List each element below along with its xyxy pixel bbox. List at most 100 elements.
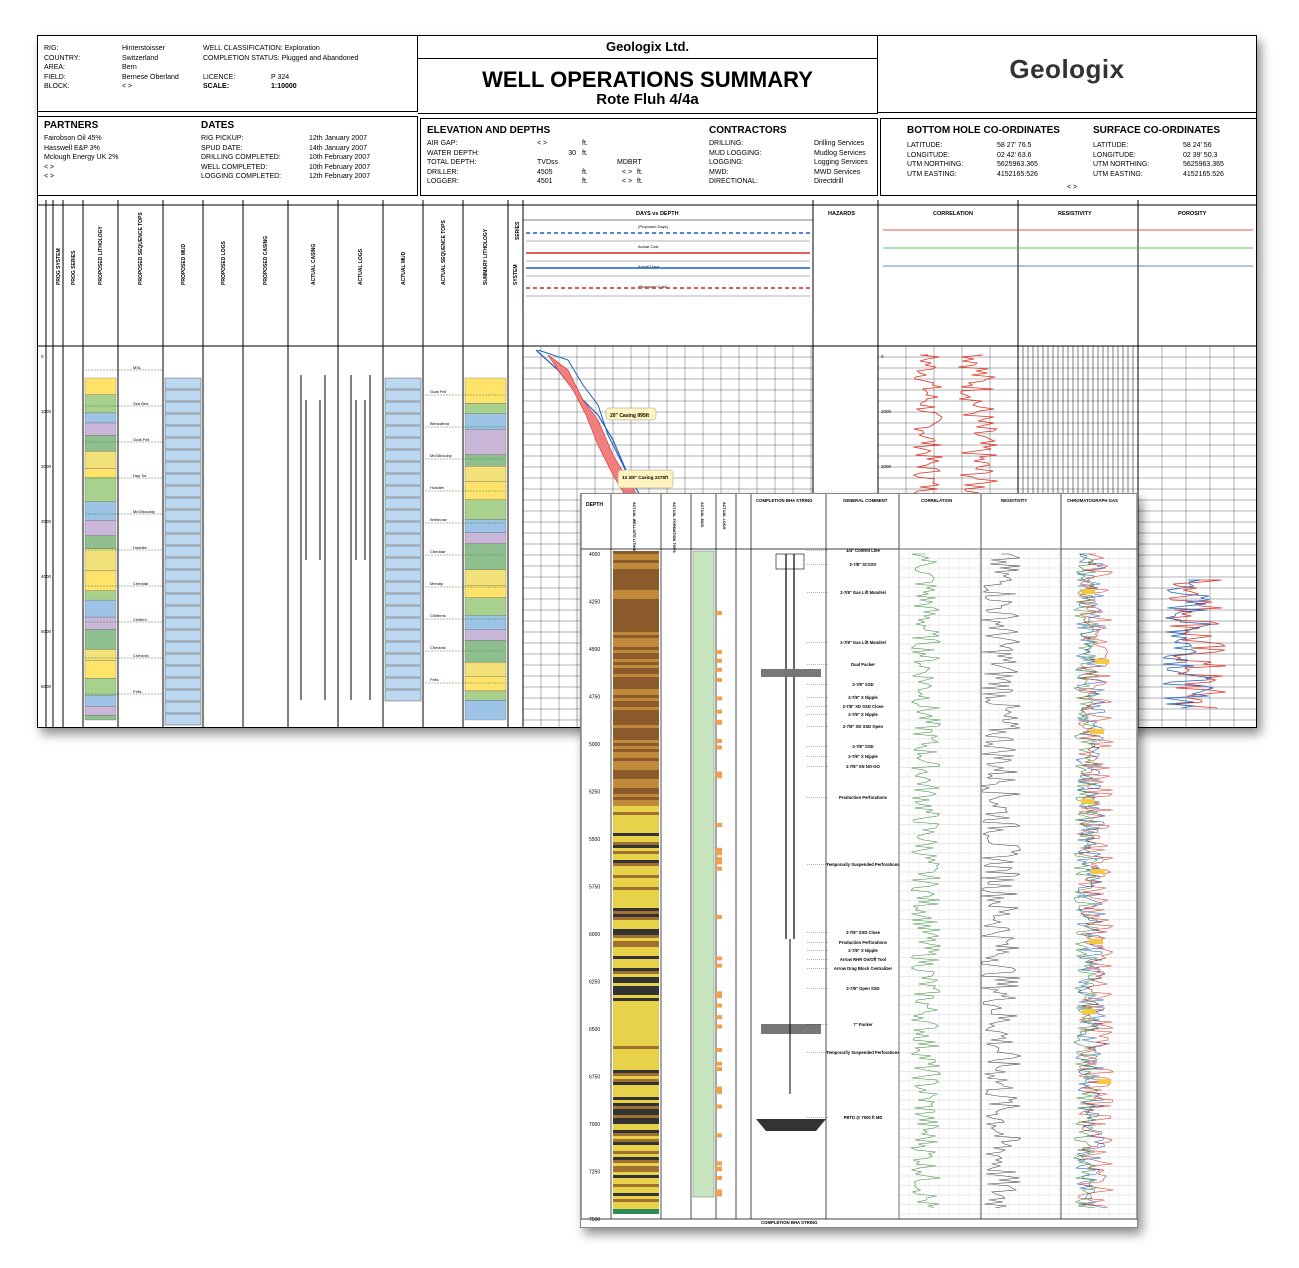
general-comment: 2-7/8" X Nipple [848,712,878,717]
general-comment: 2-7/8" Open SSD [846,986,879,991]
log1-column-header: PROPOSED LOGS [221,240,227,285]
proposed-mud-box [164,509,202,522]
density-curve [1162,579,1215,709]
actual-top-label: Chilterns [430,613,446,618]
lithology-band [613,1121,659,1124]
lithology-band [613,719,659,722]
lithology-band [613,794,659,797]
lithology-band [613,764,659,767]
proposed-mud-box [164,413,202,426]
proposed-lithology-block [84,629,117,650]
log2-column-header: ACTUAL LOGS [722,502,726,530]
mud-gas-marker [716,857,722,862]
lithology-band [613,935,659,938]
proposed-mud-box [164,473,202,486]
scale-value: 1:10000 [271,83,297,90]
log1-column-header: ACTUAL SEQUENCE TOPS [441,220,447,285]
lithology-band [613,608,659,611]
partner-row: < > [44,163,118,173]
gas-label-box [1097,1079,1112,1084]
lithology-band [613,557,659,560]
casing-note-label: 20" Casing 995ft [610,413,649,419]
log2-depth-label: 5000 [589,742,600,748]
partners-list: Fairobson Oil 45%Hasswell E&P 3%Mclough … [44,134,118,182]
date-value: 14th January 2007 [309,144,367,152]
well-info-label: COUNTRY: [44,54,81,62]
lithology-band [613,566,659,569]
actual-top-label: Cheviots [430,645,446,650]
proposed-lithology-block [84,535,117,549]
log2-depth-label: 5500 [589,837,600,843]
lithology-band [613,797,659,800]
log1-column-header: PROPOSED CASING [263,236,269,285]
log1-column-header: PROG SERIES [71,250,77,285]
proposed-mud-box [164,701,202,714]
actual-mud-box [384,413,422,426]
date-row: RIG PICKUP:12th January 2007 [201,134,370,144]
lithology-band [613,821,659,824]
proposed-mud-box [164,569,202,582]
lithology-band [613,803,659,806]
lithology-band [613,1151,659,1154]
lithology-band [613,791,659,794]
proposed-top-label: Cheviots [133,653,149,658]
lithology-band [613,887,659,890]
log2-resistivity-title: RESISTIVITY [1001,498,1027,503]
general-comment: 2-7/8" X Nipple [848,695,878,700]
lithology-band [613,914,659,917]
classification-block: WELL CLASSIFICATION: Exploration COMPLET… [203,44,358,92]
general-comment: 7" Packer [853,1022,873,1027]
casing-note-box [605,407,657,421]
lithology-band [613,938,659,941]
mdbrt-label: MDBRT [617,159,642,166]
lithology-band [613,785,659,788]
lithology-band [613,848,659,851]
lithology-band [613,941,659,944]
log1-column-header: PROG SYSTEM [56,248,62,285]
surface-value: 02 39' 50.3 [1183,151,1218,159]
lithology-band [613,554,659,557]
depth-tick-label: 4000 [41,574,52,579]
lithology-band [613,818,659,821]
mud-gas-marker [716,719,722,724]
general-comment: Temporarily Suspended Perforations [826,1050,900,1055]
lithology-band [613,1049,659,1052]
lithology-band [613,926,659,929]
well-info-row: COUNTRY:Switzerland [44,54,179,64]
days-scale-label: Actual Cost [638,244,659,249]
mud-gas-marker [716,709,722,714]
air-gap-unit: ft. [582,140,588,147]
proposed-lithology-block [84,435,117,452]
lithology-band [613,1001,659,1004]
lithology-band [613,761,659,764]
lithology-band [613,728,659,731]
pbtd-plug [756,1119,826,1131]
surface-row: LONGITUDE:02 39' 50.3 [1093,151,1224,161]
mud-gas-marker [716,611,722,616]
mud-gas-marker [716,822,722,827]
depth-tick-label: 3000 [41,519,52,524]
lithology-band [613,869,659,872]
lithology-band [613,725,659,728]
lithology-band [613,950,659,953]
lithology-band [613,1010,659,1013]
lithology-band [613,881,659,884]
logger-label: LOGGER: [427,178,459,185]
proposed-lithology-block [84,468,117,479]
actual-mud-box [384,485,422,498]
hazards-title: HAZARDS [828,211,855,217]
lithology-band [613,953,659,956]
actual-mud-box [384,509,422,522]
mud-gas-marker [716,677,722,682]
actual-mud-box [384,629,422,642]
lithology-band [613,1076,659,1079]
gas-curve-propane [1072,553,1099,1209]
partner-row: Hasswell E&P 3% [44,144,118,154]
partner-item: Mclough Energy UK 2% [44,154,119,161]
proposed-lithology-block [84,520,117,536]
depth-tick-label-right: 1000 [881,409,892,414]
surface-row: UTM EASTING:4152165.526 [1093,170,1224,180]
proposed-lithology-block [84,412,117,424]
